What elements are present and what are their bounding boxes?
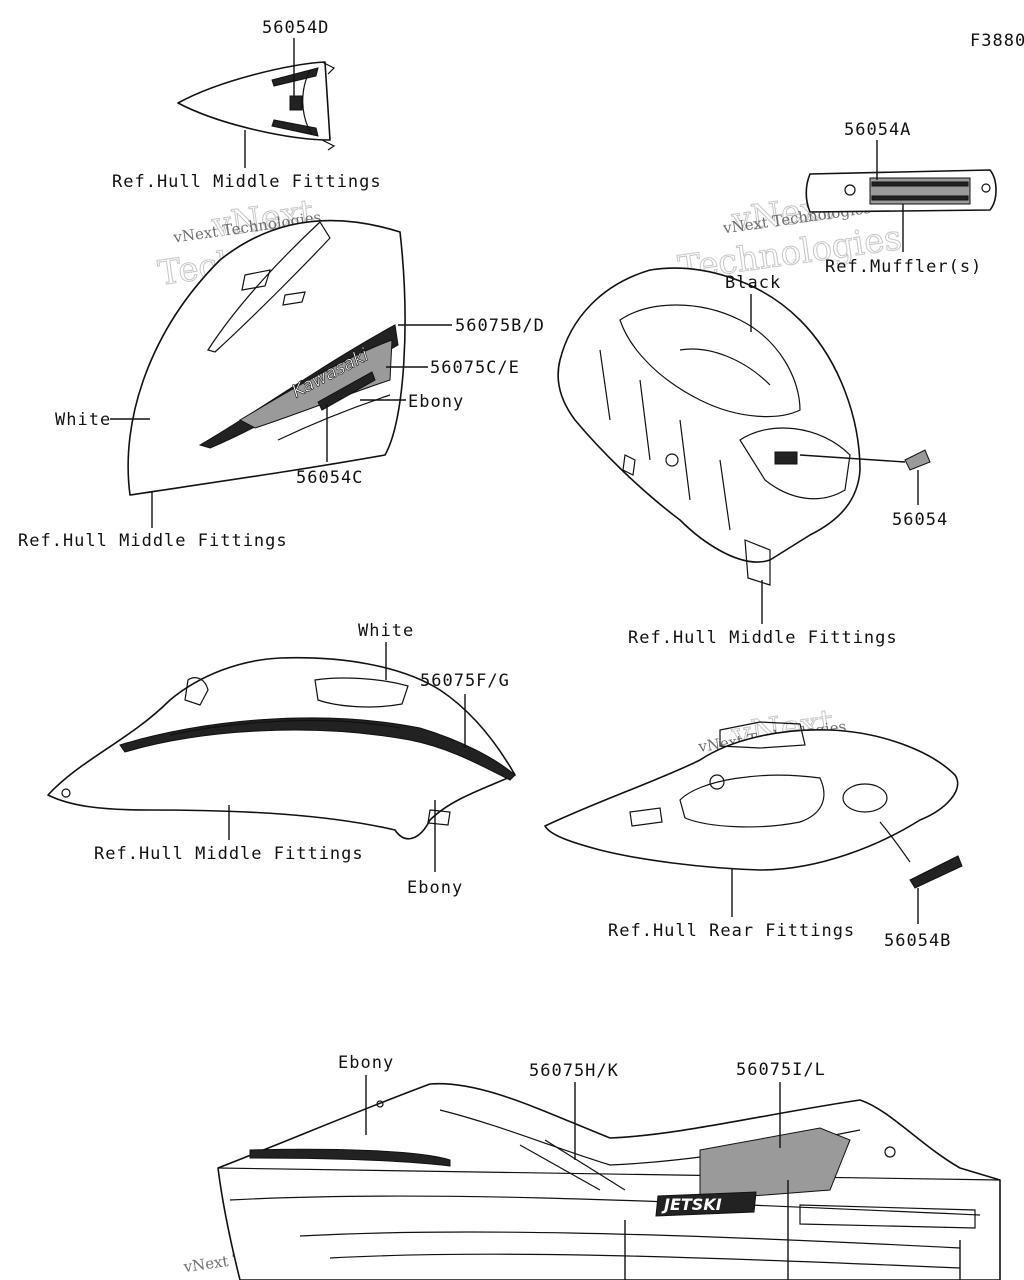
label-ebony-3: Ebony	[338, 1053, 394, 1073]
label-ebony-1: Ebony	[408, 392, 464, 412]
label-ref-hull-middle-4: Ref.Hull Middle Fittings	[94, 844, 364, 864]
label-56054B: 56054B	[884, 931, 951, 951]
side-body-part	[47, 656, 516, 840]
label-white-2: White	[358, 621, 414, 641]
label-black: Black	[725, 273, 781, 293]
label-ref-hull-middle-3: Ref.Hull Middle Fittings	[628, 628, 898, 648]
label-56054C: 56054C	[296, 468, 363, 488]
rear-hull-part	[544, 721, 959, 871]
label-ref-hull-rear: Ref.Hull Rear Fittings	[608, 921, 855, 941]
label-56075HK: 56075H/K	[529, 1061, 619, 1081]
label-56075CE: 56075C/E	[430, 358, 520, 378]
full-hull-part: JETSKI	[217, 1082, 1001, 1280]
label-56075IL: 56075I/L	[736, 1060, 826, 1080]
label-56075FG: 56075F/G	[420, 671, 510, 691]
decal-56054B	[909, 855, 963, 889]
label-ebony-2: Ebony	[407, 878, 463, 898]
label-56075BD: 56075B/D	[455, 316, 545, 336]
muffler-part	[805, 169, 997, 213]
label-ref-muffler: Ref.Muffler(s)	[825, 257, 982, 277]
decal-56054	[904, 449, 931, 471]
label-56054: 56054	[892, 510, 948, 530]
label-56054A: 56054A	[844, 120, 911, 140]
deck-part	[557, 267, 861, 586]
label-ref-hull-middle-1: Ref.Hull Middle Fittings	[112, 172, 382, 192]
front-hood-part: Kawasaki	[127, 219, 406, 496]
figure-code: F3880D	[970, 31, 1024, 51]
label-56054D: 56054D	[262, 18, 329, 38]
leader-56054	[799, 454, 906, 463]
jetski-decal-text: JETSKI	[661, 1195, 722, 1214]
label-white-1: White	[55, 410, 111, 430]
nose-cap-part	[177, 61, 336, 151]
label-ref-hull-middle-2: Ref.Hull Middle Fittings	[18, 531, 288, 551]
